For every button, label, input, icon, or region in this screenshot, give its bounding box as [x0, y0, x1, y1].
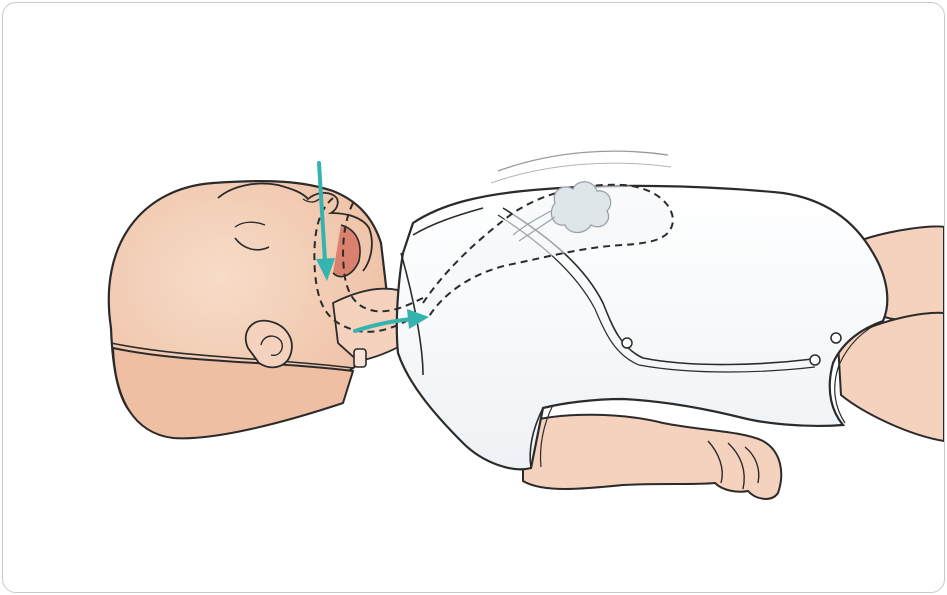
snap-button [810, 355, 820, 365]
arm [523, 415, 781, 499]
chest-rise-motion-lines-icon [491, 151, 671, 183]
snap-button [622, 338, 632, 348]
throat-connector [354, 349, 366, 367]
infant-airway-illustration [3, 3, 944, 592]
snap-button [831, 333, 841, 343]
